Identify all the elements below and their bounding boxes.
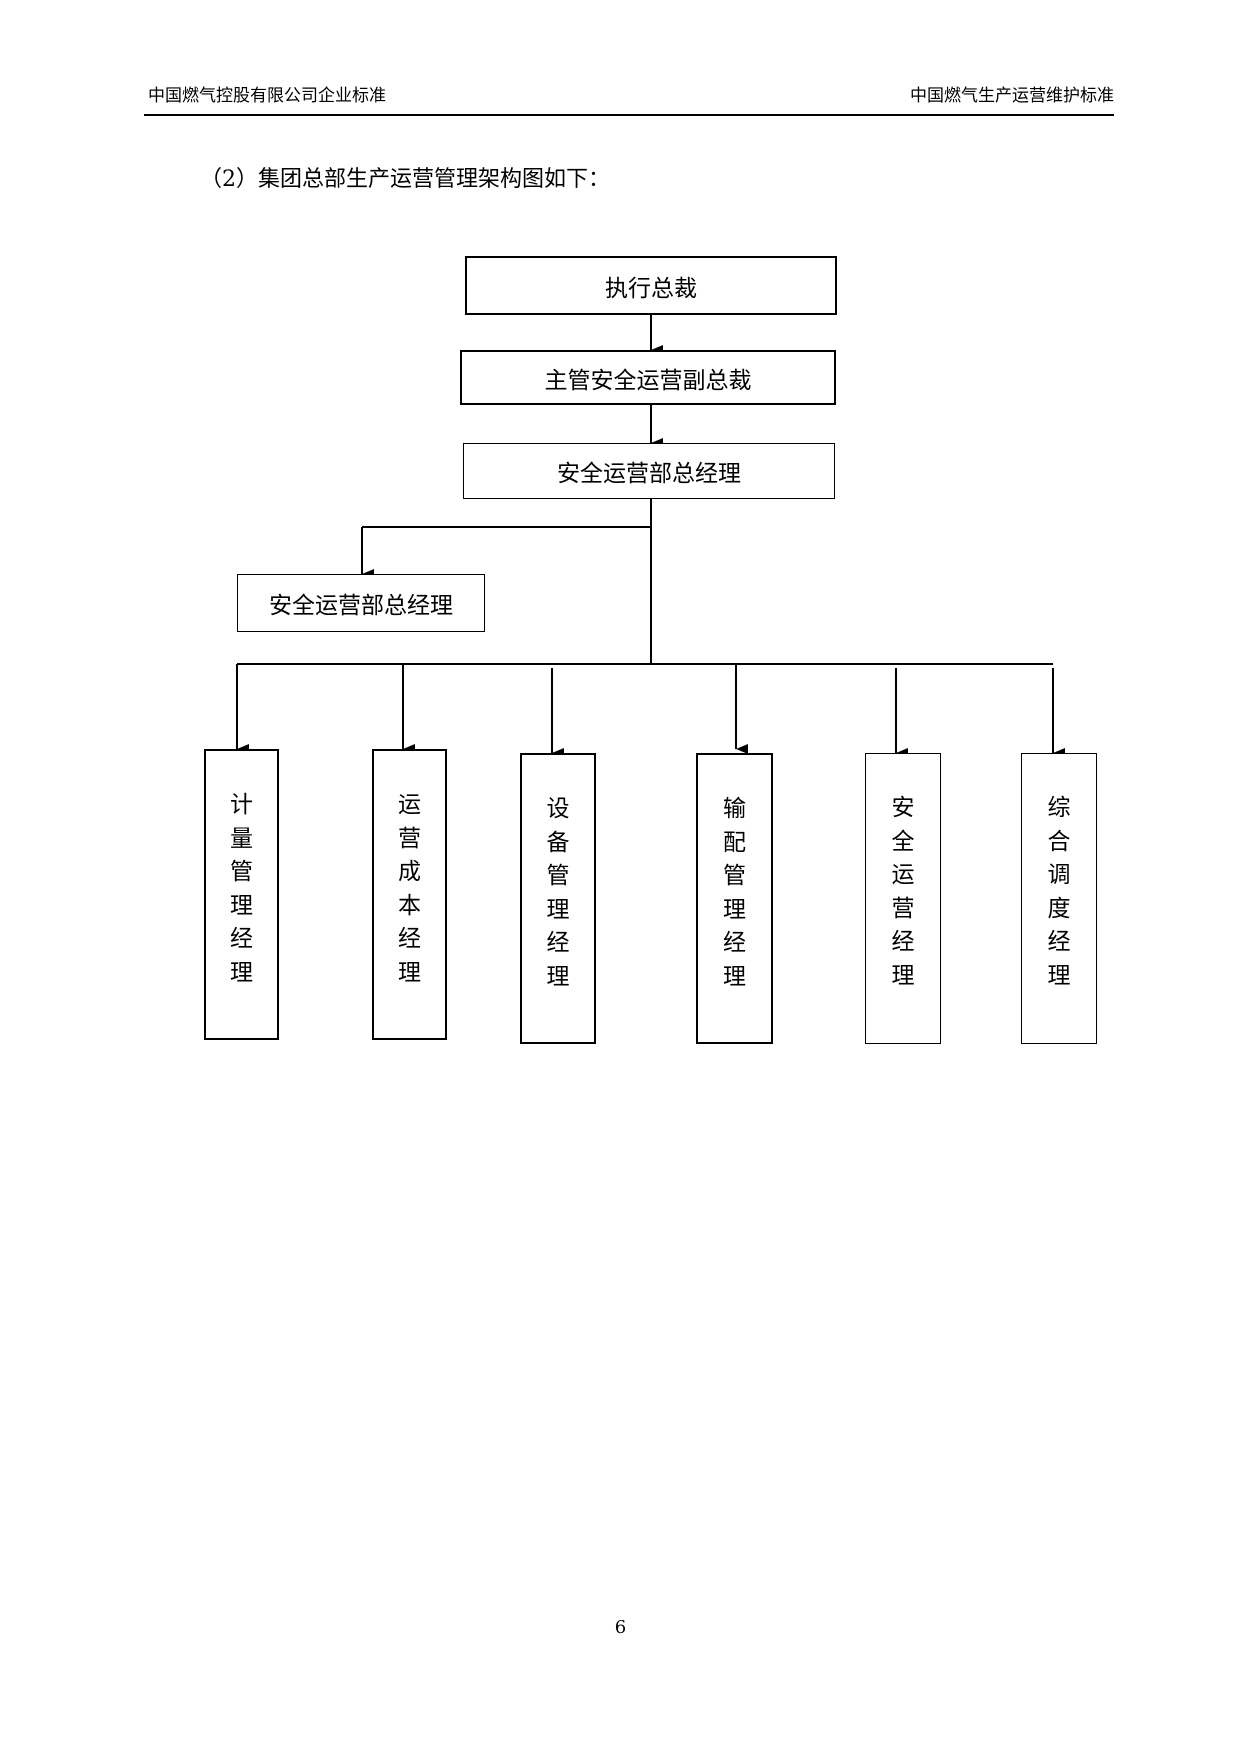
org-box-vp-safety-operations: 主管安全运营副总裁 [460,350,836,405]
org-box-distribution-manager: 输 配 管 理 经 理 [696,753,773,1044]
org-box-operating-cost-manager: 运 营 成 本 经 理 [372,749,447,1040]
org-box-metering-manager: 计 量 管 理 经 理 [204,749,279,1040]
org-box-label: 安 全 运 营 经 理 [891,795,915,989]
org-box-safety-operations-manager: 安 全 运 营 经 理 [865,753,941,1044]
org-box-equipment-manager: 设 备 管 理 经 理 [520,753,596,1044]
org-box-safety-ops-general-manager: 安全运营部总经理 [463,443,835,499]
section-heading: （2）集团总部生产运营管理架构图如下： [200,167,610,192]
org-box-dispatch-manager: 综 合 调 度 经 理 [1021,753,1097,1044]
org-box-label: 输 配 管 理 经 理 [723,796,746,990]
org-box-side-general-manager: 安全运营部总经理 [237,574,485,632]
org-box-label: 运 营 成 本 经 理 [398,792,421,986]
org-box-label: 安全运营部总经理 [269,593,453,619]
org-box-label: 安全运营部总经理 [557,461,741,487]
org-box-executive-president: 执行总裁 [465,256,837,315]
page-number: 6 [614,1617,627,1638]
org-box-label: 综 合 调 度 经 理 [1047,795,1071,989]
header-company-standard: 中国燃气控股有限公司企业标准 [148,86,386,106]
header-divider [144,114,1114,116]
org-box-label: 执行总裁 [605,275,697,302]
header-document-title: 中国燃气生产运营维护标准 [910,86,1114,106]
org-box-label: 计 量 管 理 经 理 [230,792,253,986]
org-box-label: 设 备 管 理 经 理 [546,796,570,990]
org-box-label: 主管安全运营副总裁 [544,367,752,394]
